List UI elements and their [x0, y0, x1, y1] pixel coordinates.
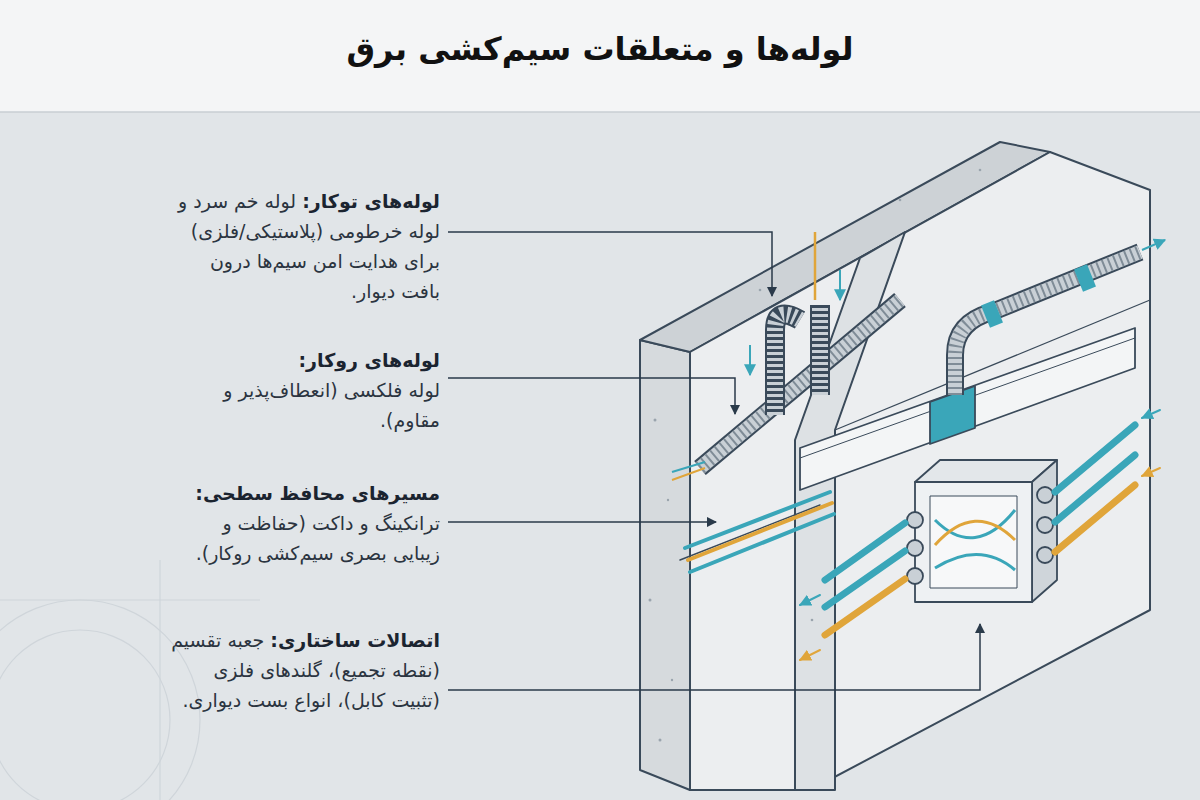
flex-conduit — [955, 252, 1140, 395]
concrete-texture — [979, 169, 982, 172]
concrete-texture — [649, 599, 652, 602]
box-cables — [1055, 425, 1135, 492]
junction-box — [915, 482, 1032, 602]
embedded-conduits — [839, 270, 841, 300]
surface-wires — [680, 492, 834, 572]
embedded-conduits — [775, 314, 800, 415]
flex-conduit — [1074, 264, 1096, 291]
box-cables — [825, 579, 905, 635]
callout-text: اتصالات ساختاری: جعبه تقسیم (نقطه تجمیع)… — [170, 625, 440, 715]
callout-text: لوله‌های توکار: لوله خم سرد و لوله خرطوم… — [170, 186, 440, 306]
surface-wires — [680, 505, 820, 560]
wall-slab — [640, 142, 1150, 790]
junction-box — [907, 460, 1057, 602]
concrete-texture — [899, 199, 902, 202]
trunking-duct — [800, 338, 1135, 458]
callout-body: لوله فلکسی (انعطاف‌پذیر و مقاوم). — [223, 379, 440, 431]
junction-box — [1037, 547, 1053, 563]
concrete-texture — [654, 419, 657, 422]
junction-box — [1037, 517, 1053, 533]
embedded-conduits — [700, 300, 900, 468]
embedded-conduits — [700, 300, 900, 468]
box-cables — [1142, 468, 1160, 476]
leader-lines — [448, 232, 772, 296]
box-cables — [800, 410, 1160, 660]
concrete-texture — [759, 289, 762, 292]
embedded-conduits — [700, 300, 900, 468]
box-cables — [1142, 410, 1160, 418]
compass-watermark — [0, 599, 260, 600]
box-cables — [1055, 485, 1135, 552]
leader-lines — [448, 624, 980, 690]
leader-lines — [448, 232, 980, 690]
surface-wires — [685, 492, 830, 548]
wall-slab — [690, 152, 1150, 790]
leader-lines — [448, 521, 716, 523]
box-cables — [825, 551, 905, 607]
callout-heading: مسیرهای محافظ سطحی: — [195, 482, 440, 504]
header-band — [0, 111, 1200, 113]
callout-body: ترانکینگ و داکت (حفاظت و زیبایی بصری سیم… — [196, 512, 440, 564]
embedded-conduits — [749, 345, 751, 375]
junction-box — [935, 554, 1015, 570]
concrete-texture — [667, 499, 669, 501]
junction-box — [907, 512, 923, 528]
compass-watermark — [0, 600, 200, 800]
embedded-conduits — [812, 305, 828, 395]
box-cables — [800, 650, 820, 660]
callout-heading: اتصالات ساختاری: — [270, 629, 440, 651]
embedded-conduits — [672, 232, 900, 480]
embedded-conduits — [814, 232, 817, 300]
junction-box — [1032, 460, 1057, 602]
junction-box — [1037, 487, 1053, 503]
page-title: لوله‌ها و متعلقات سیم‌کشی برق — [0, 30, 1200, 68]
flex-conduit — [955, 252, 1140, 395]
flex-conduit — [981, 300, 1003, 327]
junction-box — [930, 496, 1017, 588]
embedded-conduits — [810, 305, 830, 395]
leader-lines — [448, 378, 735, 414]
flex-conduit — [955, 252, 1140, 395]
callout-text: مسیرهای محافظ سطحی: ترانکینگ و داکت (حفاظ… — [170, 478, 440, 568]
flex-conduit — [1142, 240, 1165, 250]
header-band — [0, 0, 1200, 112]
wall-slab — [640, 340, 690, 790]
junction-box — [907, 540, 923, 556]
embedded-conduits — [775, 314, 800, 415]
callout-heading: لوله‌های روکار: — [298, 349, 440, 371]
callout-heading: لوله‌های توکار: — [302, 190, 440, 212]
junction-box — [907, 568, 923, 584]
box-cables — [1055, 455, 1135, 522]
concrete-texture — [811, 619, 814, 622]
embedded-conduits — [672, 462, 705, 472]
compass-watermark — [159, 560, 160, 800]
flex-conduit — [955, 240, 1165, 395]
callout-text: لوله‌های روکار: لوله فلکسی (انعطاف‌پذیر و… — [170, 345, 440, 435]
concrete-texture — [659, 739, 662, 742]
concrete-texture — [671, 679, 673, 681]
box-cables — [825, 523, 905, 580]
header-band — [0, 0, 1200, 112]
junction-box — [935, 521, 1015, 545]
compass-watermark — [0, 630, 170, 800]
surface-wires — [688, 503, 832, 560]
box-cables — [800, 595, 820, 605]
